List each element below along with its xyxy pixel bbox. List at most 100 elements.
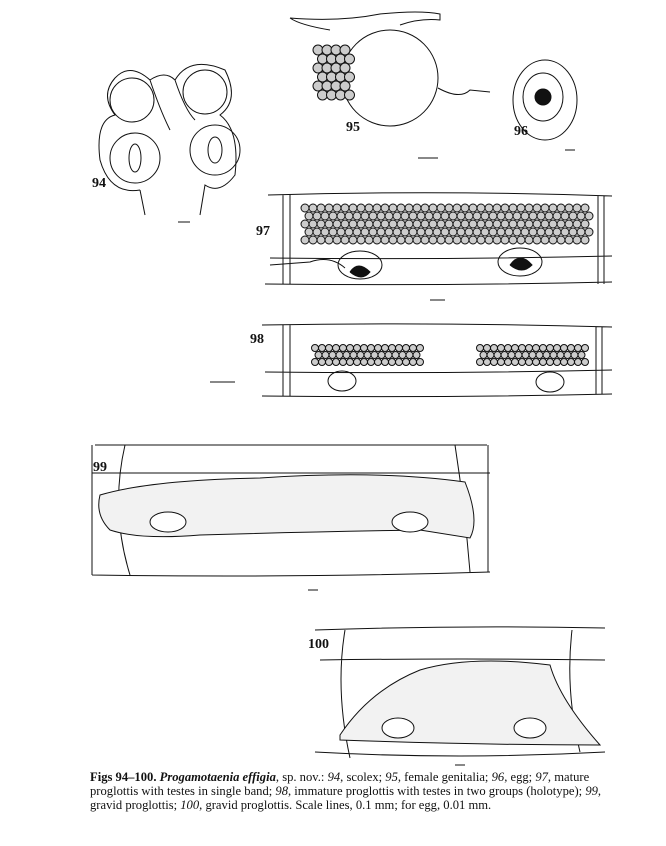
testis-mark xyxy=(460,203,470,213)
testis-mark xyxy=(374,344,382,352)
testis-mark xyxy=(553,344,561,352)
testis-mark xyxy=(567,344,575,352)
testis-mark xyxy=(352,227,362,237)
testis-mark xyxy=(576,227,586,237)
testis-mark xyxy=(388,358,396,366)
testis-mark xyxy=(516,203,526,213)
testis-mark xyxy=(542,351,551,359)
testis-mark xyxy=(488,227,498,237)
testis-mark xyxy=(432,227,442,237)
testis-mark xyxy=(504,227,514,237)
testis-mark xyxy=(356,235,366,245)
testis-mark xyxy=(568,227,578,237)
testis-mark xyxy=(570,351,579,359)
testis-mark xyxy=(581,344,589,352)
testis-mark xyxy=(408,227,418,237)
testis-mark xyxy=(384,227,394,237)
testis-mark xyxy=(339,344,347,352)
testis-mark xyxy=(452,235,462,245)
testis-mark xyxy=(404,235,414,245)
testis-mark xyxy=(468,203,478,213)
testis-mark xyxy=(560,227,570,237)
testis-mark xyxy=(340,203,350,213)
testis-mark xyxy=(483,344,491,352)
testis-mark xyxy=(336,227,346,237)
testis-mark xyxy=(424,227,434,237)
testis-mark xyxy=(396,203,406,213)
testis-mark xyxy=(381,344,389,352)
testis-mark xyxy=(300,219,310,229)
testis-mark xyxy=(456,227,466,237)
testis-mark xyxy=(416,344,424,352)
testis-mark xyxy=(584,211,594,221)
testis-mark xyxy=(344,227,354,237)
testis-mark xyxy=(512,227,522,237)
testis-mark xyxy=(540,219,550,229)
testis-mark xyxy=(402,358,410,366)
scolex-drawing-94 xyxy=(98,63,241,223)
testis-mark xyxy=(500,203,510,213)
testis-mark xyxy=(324,219,334,229)
testis-mark xyxy=(539,344,547,352)
testis-mark xyxy=(428,235,438,245)
testis-mark xyxy=(412,351,421,359)
testis-mark xyxy=(384,211,394,221)
testis-mark xyxy=(308,219,318,229)
testis-mark xyxy=(367,344,375,352)
testis-mark xyxy=(368,227,378,237)
testis-mark xyxy=(504,211,514,221)
testis-mark xyxy=(360,211,370,221)
testis-mark xyxy=(520,227,530,237)
testis-mark xyxy=(372,219,382,229)
testis-mark xyxy=(490,344,498,352)
testis-mark xyxy=(536,227,546,237)
testis-mark xyxy=(486,351,495,359)
testis-mark xyxy=(388,344,396,352)
testis-mark xyxy=(353,344,361,352)
testis-mark xyxy=(567,358,575,366)
testis-mark xyxy=(311,344,319,352)
testis-mark xyxy=(493,351,502,359)
testis-mark xyxy=(548,219,558,229)
testis-mark xyxy=(349,351,358,359)
testis-mark xyxy=(508,203,518,213)
testis-mark xyxy=(372,203,382,213)
testis-mark xyxy=(368,211,378,221)
testis-mark xyxy=(496,211,506,221)
figure-label-98: 98 xyxy=(250,332,264,347)
testis-mark xyxy=(574,344,582,352)
testis-mark xyxy=(580,235,590,245)
testis-mark xyxy=(340,235,350,245)
testis-mark xyxy=(516,235,526,245)
testis-mark xyxy=(344,53,355,65)
testis-mark xyxy=(480,227,490,237)
testis-mark xyxy=(388,235,398,245)
testis-mark xyxy=(574,358,582,366)
testis-mark xyxy=(400,211,410,221)
testis-mark xyxy=(312,227,322,237)
testis-mark xyxy=(508,235,518,245)
testis-mark xyxy=(532,235,542,245)
testis-mark xyxy=(396,235,406,245)
testis-mark xyxy=(332,235,342,245)
testis-mark xyxy=(514,351,523,359)
testis-mark xyxy=(384,351,393,359)
testis-mark xyxy=(332,219,342,229)
testis-mark xyxy=(552,227,562,237)
testis-mark xyxy=(352,211,362,221)
figure-label-96: 96 xyxy=(514,124,528,139)
testis-mark xyxy=(532,203,542,213)
testis-mark xyxy=(320,211,330,221)
testis-mark xyxy=(388,203,398,213)
testis-mark xyxy=(508,219,518,229)
testis-mark xyxy=(416,358,424,366)
testis-mark xyxy=(360,358,368,366)
testis-mark xyxy=(356,351,365,359)
testis-mark xyxy=(377,351,386,359)
testis-mark xyxy=(420,235,430,245)
testis-mark xyxy=(428,203,438,213)
testis-mark xyxy=(348,235,358,245)
testis-mark xyxy=(528,351,537,359)
testis-mark xyxy=(518,344,526,352)
